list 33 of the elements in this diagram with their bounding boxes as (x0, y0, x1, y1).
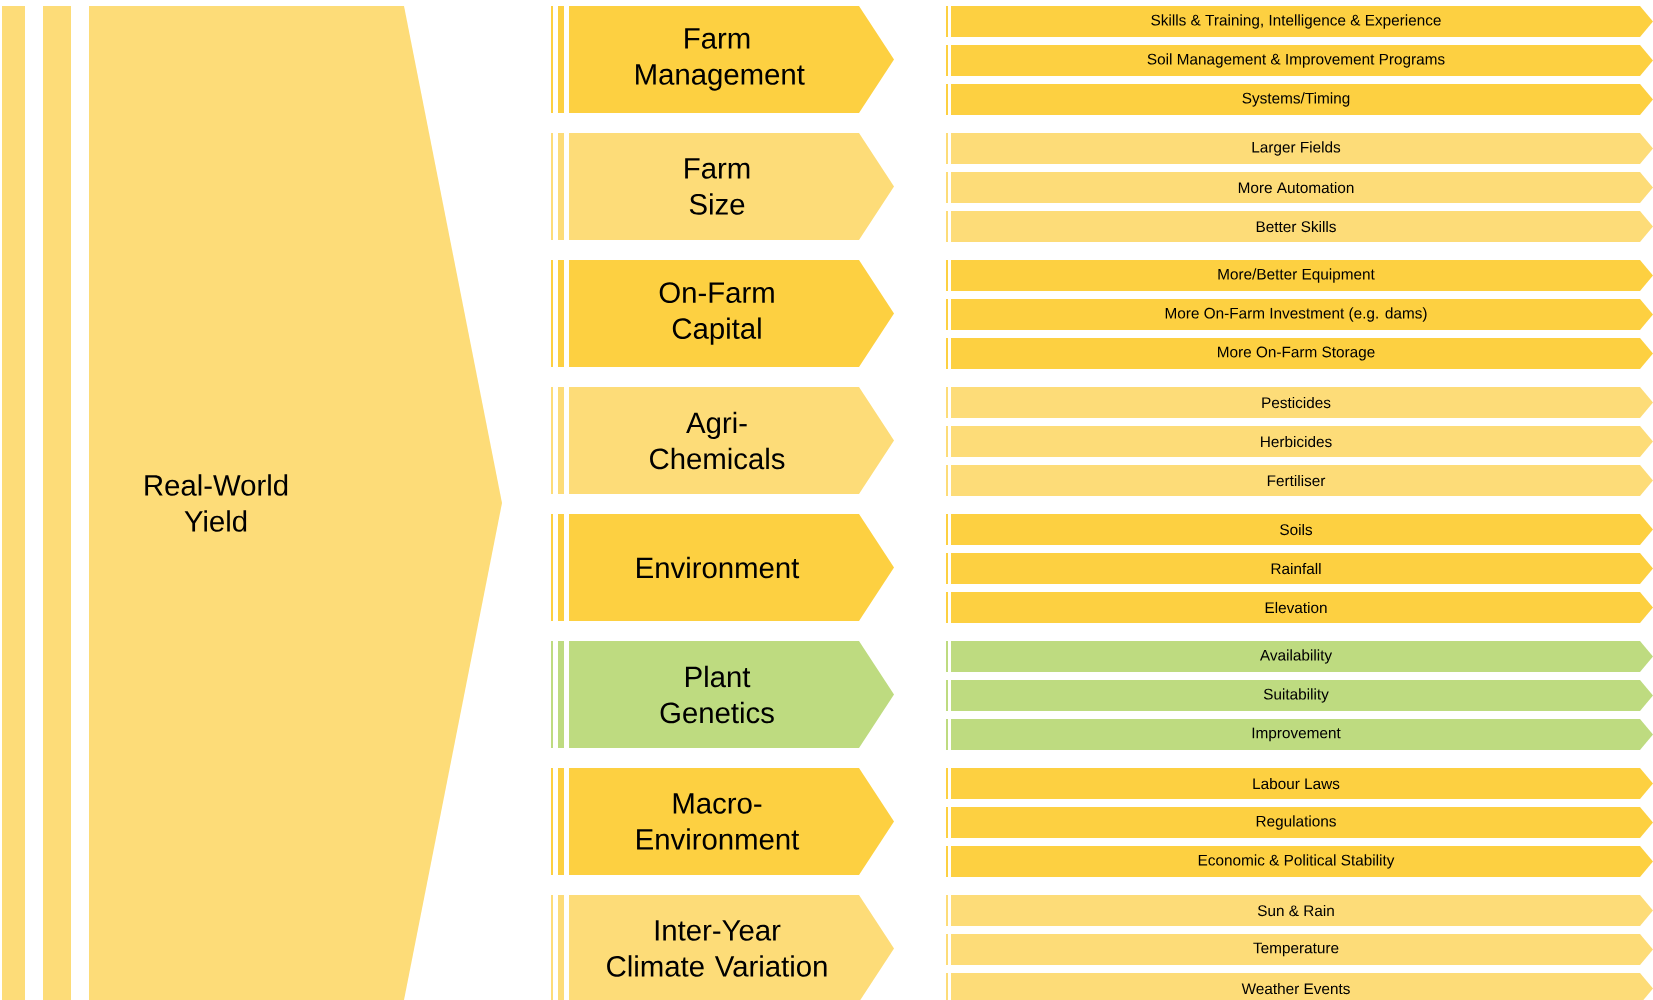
category-tab: Inter-Year Climate Variation (569, 895, 894, 1000)
item-bar: Suitability (951, 680, 1653, 711)
item-bar: Weather Events (951, 973, 1653, 1000)
category-tab: Agri- Chemicals (569, 387, 894, 494)
category-tab: Environment (569, 514, 894, 621)
item-bar: More/Better Equipment (951, 260, 1653, 291)
category-tab: Plant Genetics (569, 641, 894, 748)
category-tab: Macro- Environment (569, 768, 894, 875)
item-bar: Fertiliser (951, 465, 1653, 496)
item-bar: Soil Management & Improvement Programs (951, 45, 1653, 76)
item-bar: More Automation (951, 172, 1653, 203)
item-bar: Skills & Training, Intelligence & Experience (951, 6, 1653, 37)
item-bar: Pesticides (951, 387, 1653, 418)
item-bar: Rainfall (951, 553, 1653, 584)
item-bar: Improvement (951, 719, 1653, 750)
item-bar: Sun & Rain (951, 895, 1653, 926)
item-bar: More On-Farm Investment (e.g. dams) (951, 299, 1653, 330)
item-bar: Economic & Political Stability (951, 846, 1653, 877)
item-bar: Better Skills (951, 211, 1653, 242)
yield-panel: Real-World Yield (89, 6, 502, 1000)
item-bar: Systems/Timing (951, 84, 1653, 115)
item-bar: Labour Laws (951, 768, 1653, 799)
item-bar: Soils (951, 514, 1653, 545)
item-bar: Availability (951, 641, 1653, 672)
item-bar: Temperature (951, 934, 1653, 965)
item-bar: Larger Fields (951, 133, 1653, 164)
item-bar: More On-Farm Storage (951, 338, 1653, 369)
item-bar: Herbicides (951, 426, 1653, 457)
category-tab: On-Farm Capital (569, 260, 894, 367)
item-bar: Regulations (951, 807, 1653, 838)
item-bar: Elevation (951, 592, 1653, 623)
category-tab: Farm Size (569, 133, 894, 240)
category-tab: Farm Management (569, 6, 894, 113)
